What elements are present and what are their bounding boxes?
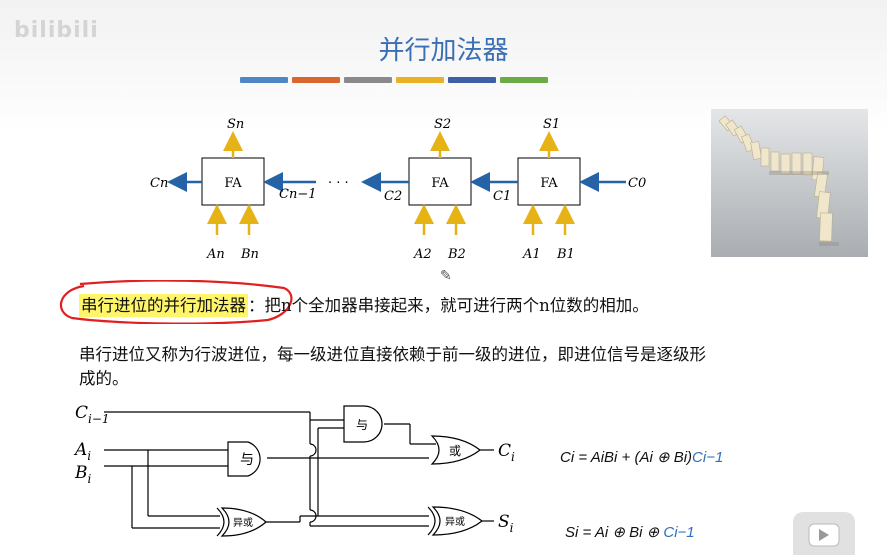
accent-bar-1: [240, 77, 288, 83]
fa-label-n: FA: [224, 176, 242, 191]
fa-label-1: FA: [540, 176, 558, 191]
gate-label-and-top: 与: [356, 418, 368, 432]
carry-in-label-1: C0: [628, 176, 646, 191]
sum-label-n: Sn: [227, 117, 244, 132]
xor-gate-2: [431, 506, 483, 536]
output-c-label: Ci: [498, 441, 515, 464]
ellipsis: · · ·: [328, 176, 349, 191]
input-a-label: Ai: [73, 440, 91, 463]
slide-title: 并行加法器: [378, 36, 509, 66]
input-c-label: Ci−1: [75, 403, 110, 426]
accent-bar-4: [396, 77, 444, 83]
sum-label-1: S1: [543, 117, 560, 132]
fa-label-2: FA: [431, 176, 449, 191]
input-b-label-1: B1: [556, 247, 575, 262]
accent-bar-6: [500, 77, 548, 83]
paragraph-1: 串行进位的并行加法器：把n个全加器串接起来，就可进行两个n位数的相加。: [79, 292, 649, 317]
carry-formula: Ci = AiBi + (Ai ⊕ Bi)Ci−1: [560, 448, 723, 466]
pencil-icon: ✎: [440, 268, 452, 284]
input-a-label-2: A2: [413, 247, 432, 262]
fa-block-n: [201, 157, 265, 206]
accent-bar-3: [344, 77, 392, 83]
header-band: [0, 0, 887, 130]
gate-label-and-mid: 与: [240, 452, 254, 468]
xor-gate-1: [220, 507, 267, 537]
sum-formula-main: Si = Ai ⊕ Bi ⊕: [565, 524, 664, 541]
watermark-logo: bilibili: [14, 18, 99, 43]
video-icon: [808, 523, 840, 547]
carry-out-label-n: Cn: [150, 176, 168, 191]
carry-formula-main: Ci = AiBi + (Ai ⊕ Bi): [560, 449, 693, 466]
input-a-label-1: A1: [522, 247, 541, 262]
and-gate-top: [343, 405, 383, 443]
paragraph-2: 串行进位又称为行波进位，每一级进位直接依赖于前一级的进位，即进位信号是逐级形成的…: [79, 345, 706, 388]
gate-label-xor-2: 异或: [445, 516, 465, 528]
input-b-label-2: B2: [447, 247, 466, 262]
accent-bar-2: [292, 77, 340, 83]
fa-chain-diagram: FA FA FA Sn S2 S1 Cn: [150, 117, 646, 262]
fa-block-2: [408, 157, 472, 206]
input-a-label-n: An: [206, 247, 225, 262]
highlighted-term: 串行进位的并行加法器: [79, 294, 248, 317]
or-gate: [430, 435, 481, 465]
domino-photo: [711, 109, 868, 257]
output-s-label: Si: [498, 512, 514, 535]
input-b-label-n: Bn: [240, 247, 259, 262]
sum-formula: Si = Ai ⊕ Bi ⊕ Ci−1: [565, 523, 695, 541]
full-adder-circuit: 与 与 或 异或 异或 Ci−1 Ai Bi Ci Si: [73, 403, 515, 537]
carry-out-label-2: C2: [384, 189, 402, 204]
gate-label-xor-1: 异或: [233, 517, 253, 529]
player-control-overlay[interactable]: [793, 512, 855, 555]
carry-formula-tail: Ci−1: [692, 449, 724, 466]
carry-in-label-n: Cn−1: [279, 187, 316, 202]
accent-color-bars: [240, 77, 548, 83]
accent-bar-5: [448, 77, 496, 83]
input-b-label: Bi: [74, 463, 92, 486]
and-gate-mid: [227, 441, 261, 477]
paragraph-1-rest: ：把n个全加器串接起来，就可进行两个n位数的相加。: [248, 296, 649, 315]
carry-in-label-2: C1: [493, 189, 511, 204]
handwritten-circle: [59, 280, 293, 324]
sum-label-2: S2: [434, 117, 451, 132]
sum-formula-tail: Ci−1: [663, 524, 695, 541]
gate-label-or: 或: [449, 444, 461, 458]
